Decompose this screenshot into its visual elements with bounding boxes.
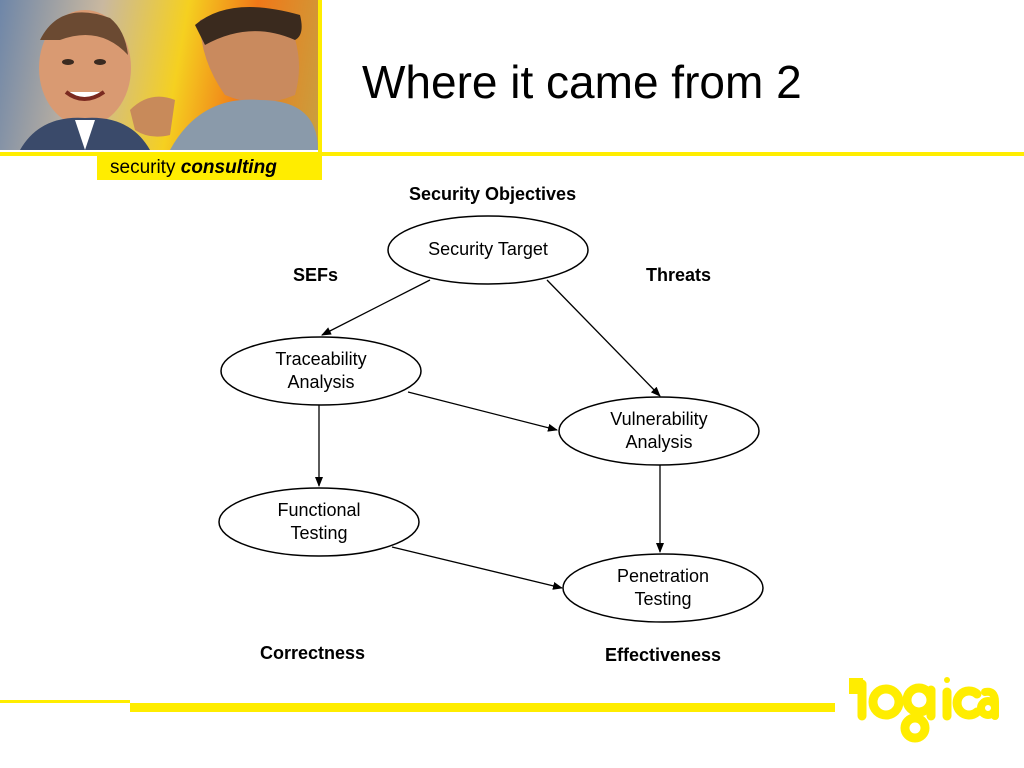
node-traceability-analysis-label: Traceability Analysis	[275, 349, 367, 392]
node-traceability-analysis	[220, 336, 422, 406]
page-title: Where it came from 2	[362, 56, 802, 108]
label-correctness: Correctness	[260, 643, 366, 663]
header-photo	[0, 0, 318, 150]
footer-rule	[130, 703, 835, 712]
edge-target-to-vulnerability	[546, 279, 661, 397]
node-vulnerability-analysis	[558, 396, 760, 466]
label-sefs: SEFs	[293, 265, 339, 285]
logica-logo	[849, 677, 999, 743]
footer-rule-thin	[0, 700, 130, 703]
brand-bar	[97, 156, 322, 180]
node-functional-testing-label: Functional Testing	[277, 500, 361, 543]
header-rule	[0, 152, 1024, 156]
node-security-target	[387, 215, 589, 285]
brand-word-security: security	[110, 157, 176, 178]
brand-word-consulting: consulting	[180, 157, 277, 178]
node-vulnerability-analysis-label: Vulnerability Analysis	[610, 409, 708, 452]
label-effectiveness: Effectiveness	[605, 645, 722, 665]
label-security-objectives: Security Objectives	[409, 184, 577, 204]
header-photo-border	[318, 0, 322, 158]
brand-tagline: security consulting	[110, 156, 277, 180]
label-threats: Threats	[646, 265, 712, 285]
node-penetration-testing-label: Penetration Testing	[616, 566, 710, 609]
edge-traceability-to-vulnerability	[407, 391, 558, 432]
node-functional-testing	[218, 487, 420, 557]
node-penetration-testing	[562, 553, 764, 623]
node-security-target-label: Security Target	[428, 239, 548, 259]
edge-target-to-traceability	[321, 279, 431, 336]
edge-functional-to-penetration	[391, 546, 563, 590]
header-photo-illustration	[20, 7, 318, 150]
